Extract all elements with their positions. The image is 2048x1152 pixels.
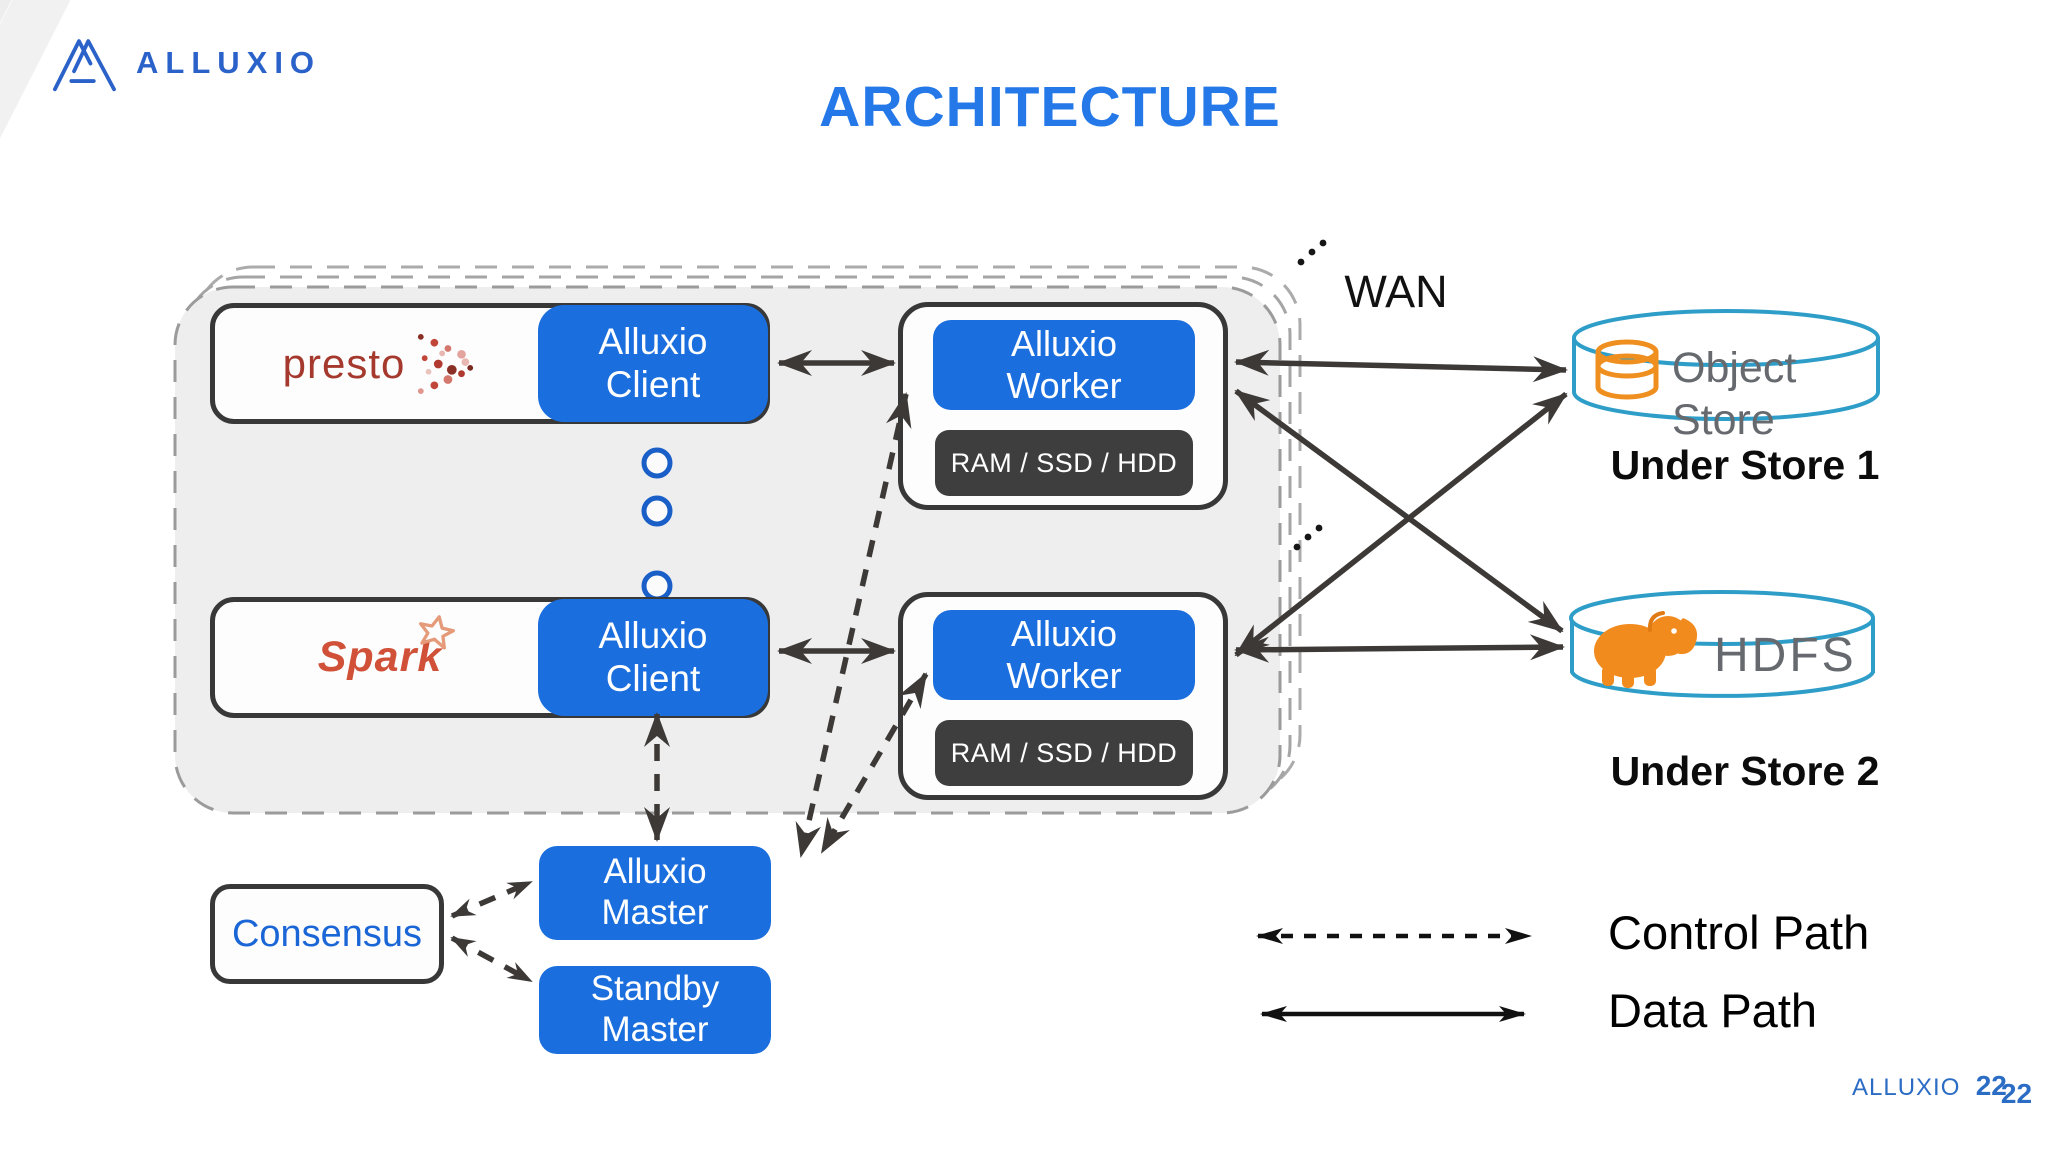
alluxio-logo-icon bbox=[52, 39, 116, 92]
footer-brand: ALLUXIO bbox=[1852, 1074, 1961, 1101]
spark-logo: Spark bbox=[215, 602, 545, 713]
worker-group-1: Alluxio Worker RAM / SSD / HDD bbox=[898, 302, 1228, 510]
data-path-worker2-objectstore bbox=[1234, 391, 1568, 658]
worker-group-2: Alluxio Worker RAM / SSD / HDD bbox=[898, 592, 1228, 800]
wan-label: WAN bbox=[1344, 266, 1448, 317]
standby-master-box: Standby Master bbox=[539, 966, 771, 1054]
spark-wordmark: Spark bbox=[317, 633, 443, 681]
worker-storage-2: RAM / SSD / HDD bbox=[935, 720, 1193, 786]
more-clients-dots bbox=[641, 447, 673, 602]
presto-wordmark: presto bbox=[282, 339, 406, 387]
standby-master-label: Standby Master bbox=[590, 969, 720, 1049]
control-path-worker1-master bbox=[795, 392, 912, 858]
under-store-2-caption: Under Store 2 bbox=[1610, 748, 1880, 794]
alluxio-client-box-1: Alluxio Client bbox=[538, 305, 768, 422]
control-path-consensus-standby bbox=[450, 935, 533, 984]
alluxio-worker-box-2: Alluxio Worker bbox=[933, 610, 1195, 700]
alluxio-worker-label: Alluxio Worker bbox=[1006, 323, 1122, 406]
alluxio-client-label: Alluxio Client bbox=[598, 614, 708, 699]
client-group-spark: Spark Alluxio Client bbox=[210, 597, 770, 718]
alluxio-worker-label: Alluxio Worker bbox=[1006, 613, 1122, 696]
control-path-consensus-master bbox=[450, 879, 533, 919]
data-path-worker1-objectstore bbox=[1234, 349, 1568, 383]
page-title: ARCHITECTURE bbox=[819, 75, 1281, 139]
object-store-icon bbox=[1595, 339, 1659, 400]
worker-storage-1: RAM / SSD / HDD bbox=[935, 430, 1193, 496]
footer-page-number: 22 bbox=[1975, 1070, 2007, 1101]
alluxio-master-box: Alluxio Master bbox=[539, 846, 771, 940]
legend-control-path-label: Control Path bbox=[1608, 906, 1870, 959]
alluxio-worker-box-1: Alluxio Worker bbox=[933, 320, 1195, 410]
alluxio-master-label: Alluxio Master bbox=[601, 852, 709, 932]
alluxio-client-label: Alluxio Client bbox=[598, 320, 708, 405]
presto-logo: presto bbox=[215, 308, 545, 419]
data-path-worker2-hdfs bbox=[1234, 634, 1565, 663]
hadoop-elephant-icon bbox=[1594, 611, 1698, 688]
under-store-1-caption: Under Store 1 bbox=[1610, 442, 1880, 488]
alluxio-client-box-2: Alluxio Client bbox=[538, 599, 768, 716]
footer: ALLUXIO 2222 bbox=[1852, 1070, 2038, 1109]
client-group-presto: presto Alluxio Client bbox=[210, 303, 770, 424]
legend-data-path-label: Data Path bbox=[1608, 984, 1818, 1037]
hdfs-name: HDFS bbox=[1714, 629, 1857, 682]
footer-page-number-overlay: 22 bbox=[2000, 1078, 2033, 1109]
data-path-worker1-hdfs bbox=[1234, 388, 1564, 634]
more-links-dots-bottom bbox=[1293, 524, 1323, 551]
brand-wordmark: ALLUXIO bbox=[136, 45, 322, 80]
spark-star-icon bbox=[419, 615, 456, 650]
alluxio-brand: ALLUXIO bbox=[52, 34, 321, 92]
consensus-box: Consensus bbox=[210, 884, 444, 984]
object-store-name: Object Store bbox=[1672, 344, 1797, 444]
consensus-label: Consensus bbox=[231, 912, 423, 955]
presto-dots-icon bbox=[418, 333, 474, 394]
more-links-dots-top bbox=[1297, 239, 1327, 266]
